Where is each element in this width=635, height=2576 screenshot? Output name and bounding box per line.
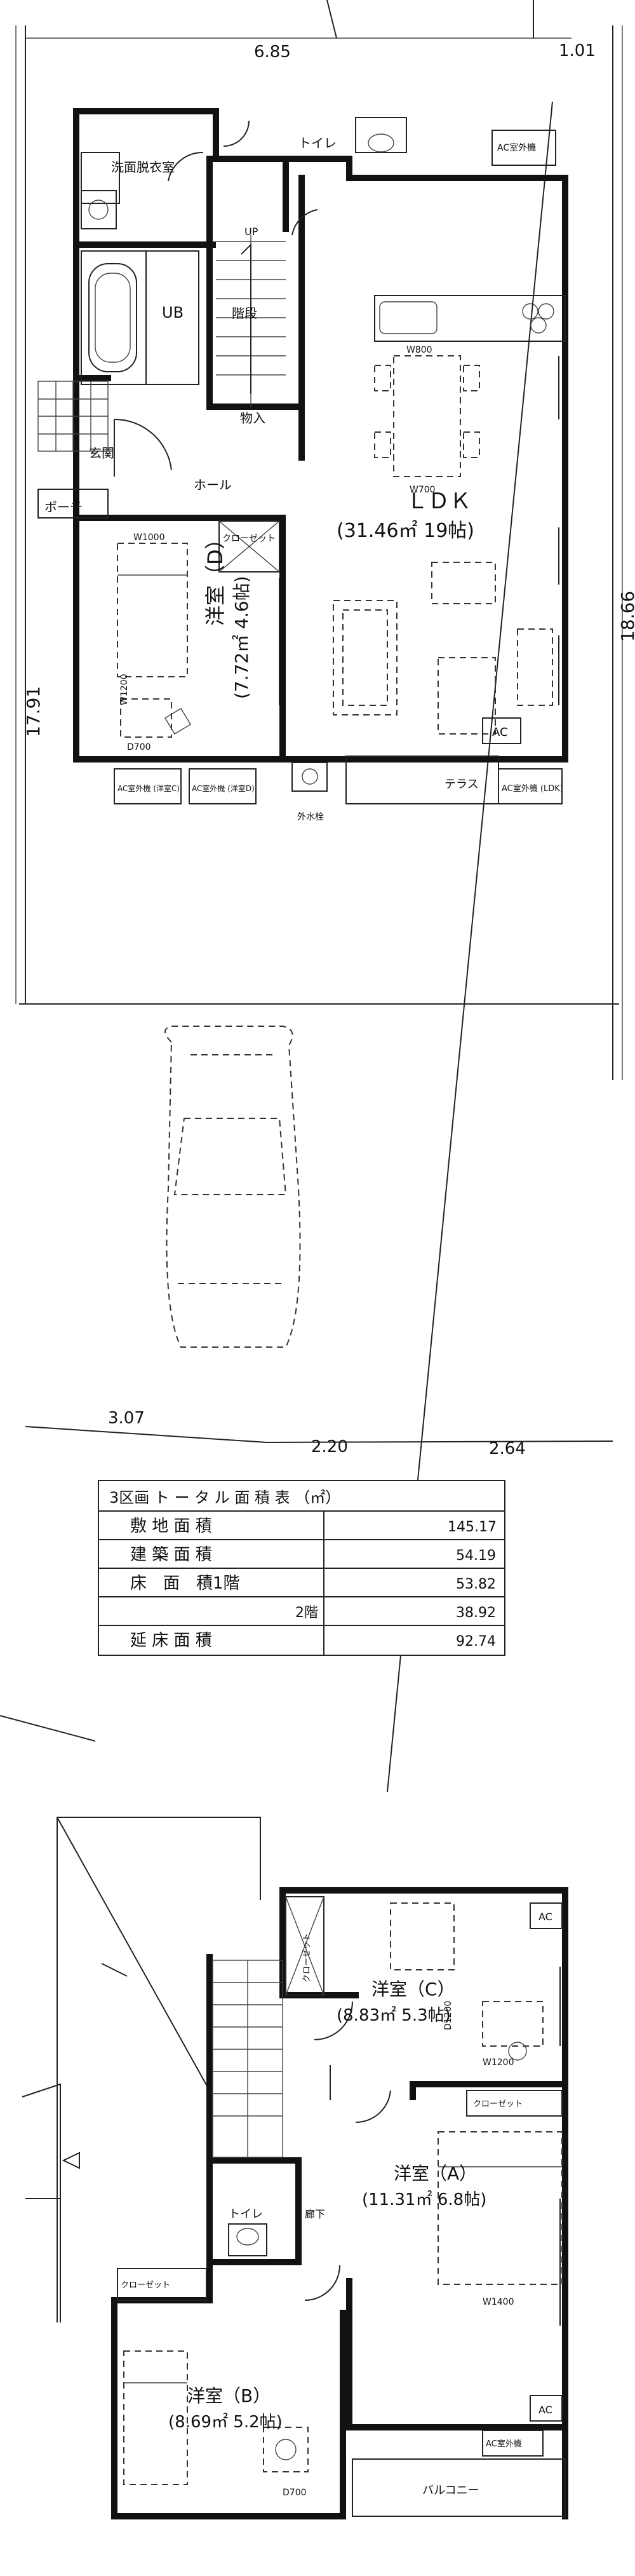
area-row-label: 敷 地 面 積	[130, 1517, 212, 1536]
dimension-top-right: 1.01	[559, 41, 596, 60]
area-row-value: 145.17	[448, 1519, 497, 1535]
floor2-plan	[22, 1817, 568, 2519]
ac-label-a: AC	[538, 2404, 552, 2416]
toilet-label-f2: トイレ	[229, 2207, 263, 2221]
toilet-label-f1: トイレ	[298, 135, 337, 151]
dimension-bottom-b: 2.20	[311, 1437, 348, 1456]
stair-label: 階段	[232, 306, 257, 321]
dimension-bottom-c: 2.64	[489, 1439, 526, 1458]
ldk-area: (31.46㎡ 19帖)	[337, 520, 474, 542]
w1200-label-f2: W1200	[483, 2057, 514, 2068]
d1200-label: D1200	[443, 2001, 453, 2030]
area-row-value: 53.82	[456, 1576, 496, 1592]
dimension-bottom-a: 3.07	[108, 1409, 145, 1428]
porch-label: ポーチ	[44, 499, 83, 515]
ldk-name: ＬＤＫ	[406, 489, 471, 514]
tap-label: 外水栓	[297, 812, 324, 822]
area-row-value: 54.19	[456, 1548, 496, 1564]
area-row-label: 建 築 面 積	[130, 1545, 212, 1564]
room-b-area: (8.69㎡ 5.2帖)	[168, 2413, 283, 2432]
closet-label-b: クローゼット	[121, 2281, 170, 2290]
area-table	[98, 1480, 505, 1656]
dimension-top-left: 6.85	[254, 43, 291, 62]
ac-outlet-label-ldk: AC室外機 (LDK)	[502, 783, 563, 794]
d700-label-f2: D700	[283, 2488, 307, 2498]
w700-label: W700	[410, 485, 436, 495]
w1400-label: W1400	[483, 2297, 514, 2307]
w800-label: W800	[406, 345, 432, 355]
car-outline	[164, 1026, 301, 1348]
terrace-label: テラス	[444, 778, 479, 791]
balcony-label: バルコニー	[422, 2484, 479, 2497]
ac-outlet-label-c: AC室外機 (洋室C)	[117, 783, 180, 793]
area-table-title: 3区画 ト ー タ ル 面 積 表 （㎡）	[109, 1489, 340, 1507]
entrance-label: 玄関	[89, 445, 114, 461]
w1200-label-f1: W1200	[119, 674, 130, 705]
closet-label-f1: クローゼット	[222, 534, 276, 544]
stairs-up-label: UP	[244, 226, 258, 238]
room-c-name: 洋室（C）	[371, 1979, 455, 2000]
area-row-label: 2階	[295, 1605, 318, 1621]
area-row-label: 延 床 面 積	[130, 1631, 212, 1650]
corridor-label: 廊下	[305, 2208, 325, 2220]
ac-outlet-label-f2: AC室外機	[486, 2439, 522, 2449]
ac-label-ldk: AC	[492, 726, 508, 739]
area-row-label: 床 面 積1階	[130, 1574, 240, 1593]
ac-outlet-label-d: AC室外機 (洋室D)	[192, 783, 255, 793]
room-a-name: 洋室（A）	[394, 2163, 477, 2184]
ac-outlet-label-top: AC室外機	[497, 142, 536, 153]
room-c-area: (8.83㎡ 5.3帖)	[337, 2006, 451, 2025]
room-b-name: 洋室（B）	[187, 2385, 271, 2406]
d700-label-f1: D700	[127, 742, 151, 752]
ub-label: UB	[162, 304, 184, 322]
dimension-right-side: 18.66	[617, 591, 635, 642]
hall-label: ホール	[194, 477, 232, 492]
room-a-area: (11.31㎡ 6.8帖)	[362, 2190, 486, 2209]
room-d-area: (7.72㎡ 4.6帖)	[231, 576, 252, 699]
storage-label: 物入	[240, 410, 265, 426]
closet-label-c: クローゼット	[302, 1933, 312, 1983]
room-d-name: 洋室（D）	[203, 529, 227, 626]
closet-label-a: クローゼット	[473, 2099, 523, 2109]
area-row-value: 38.92	[456, 1605, 496, 1621]
area-row-value: 92.74	[456, 1634, 496, 1650]
ac-label-c: AC	[538, 1911, 552, 1923]
w1000-label: W1000	[133, 532, 164, 543]
washroom-label: 洗面脱衣室	[111, 159, 175, 175]
floor1-plan	[37, 108, 568, 804]
dimension-left-side: 17.91	[23, 686, 44, 737]
